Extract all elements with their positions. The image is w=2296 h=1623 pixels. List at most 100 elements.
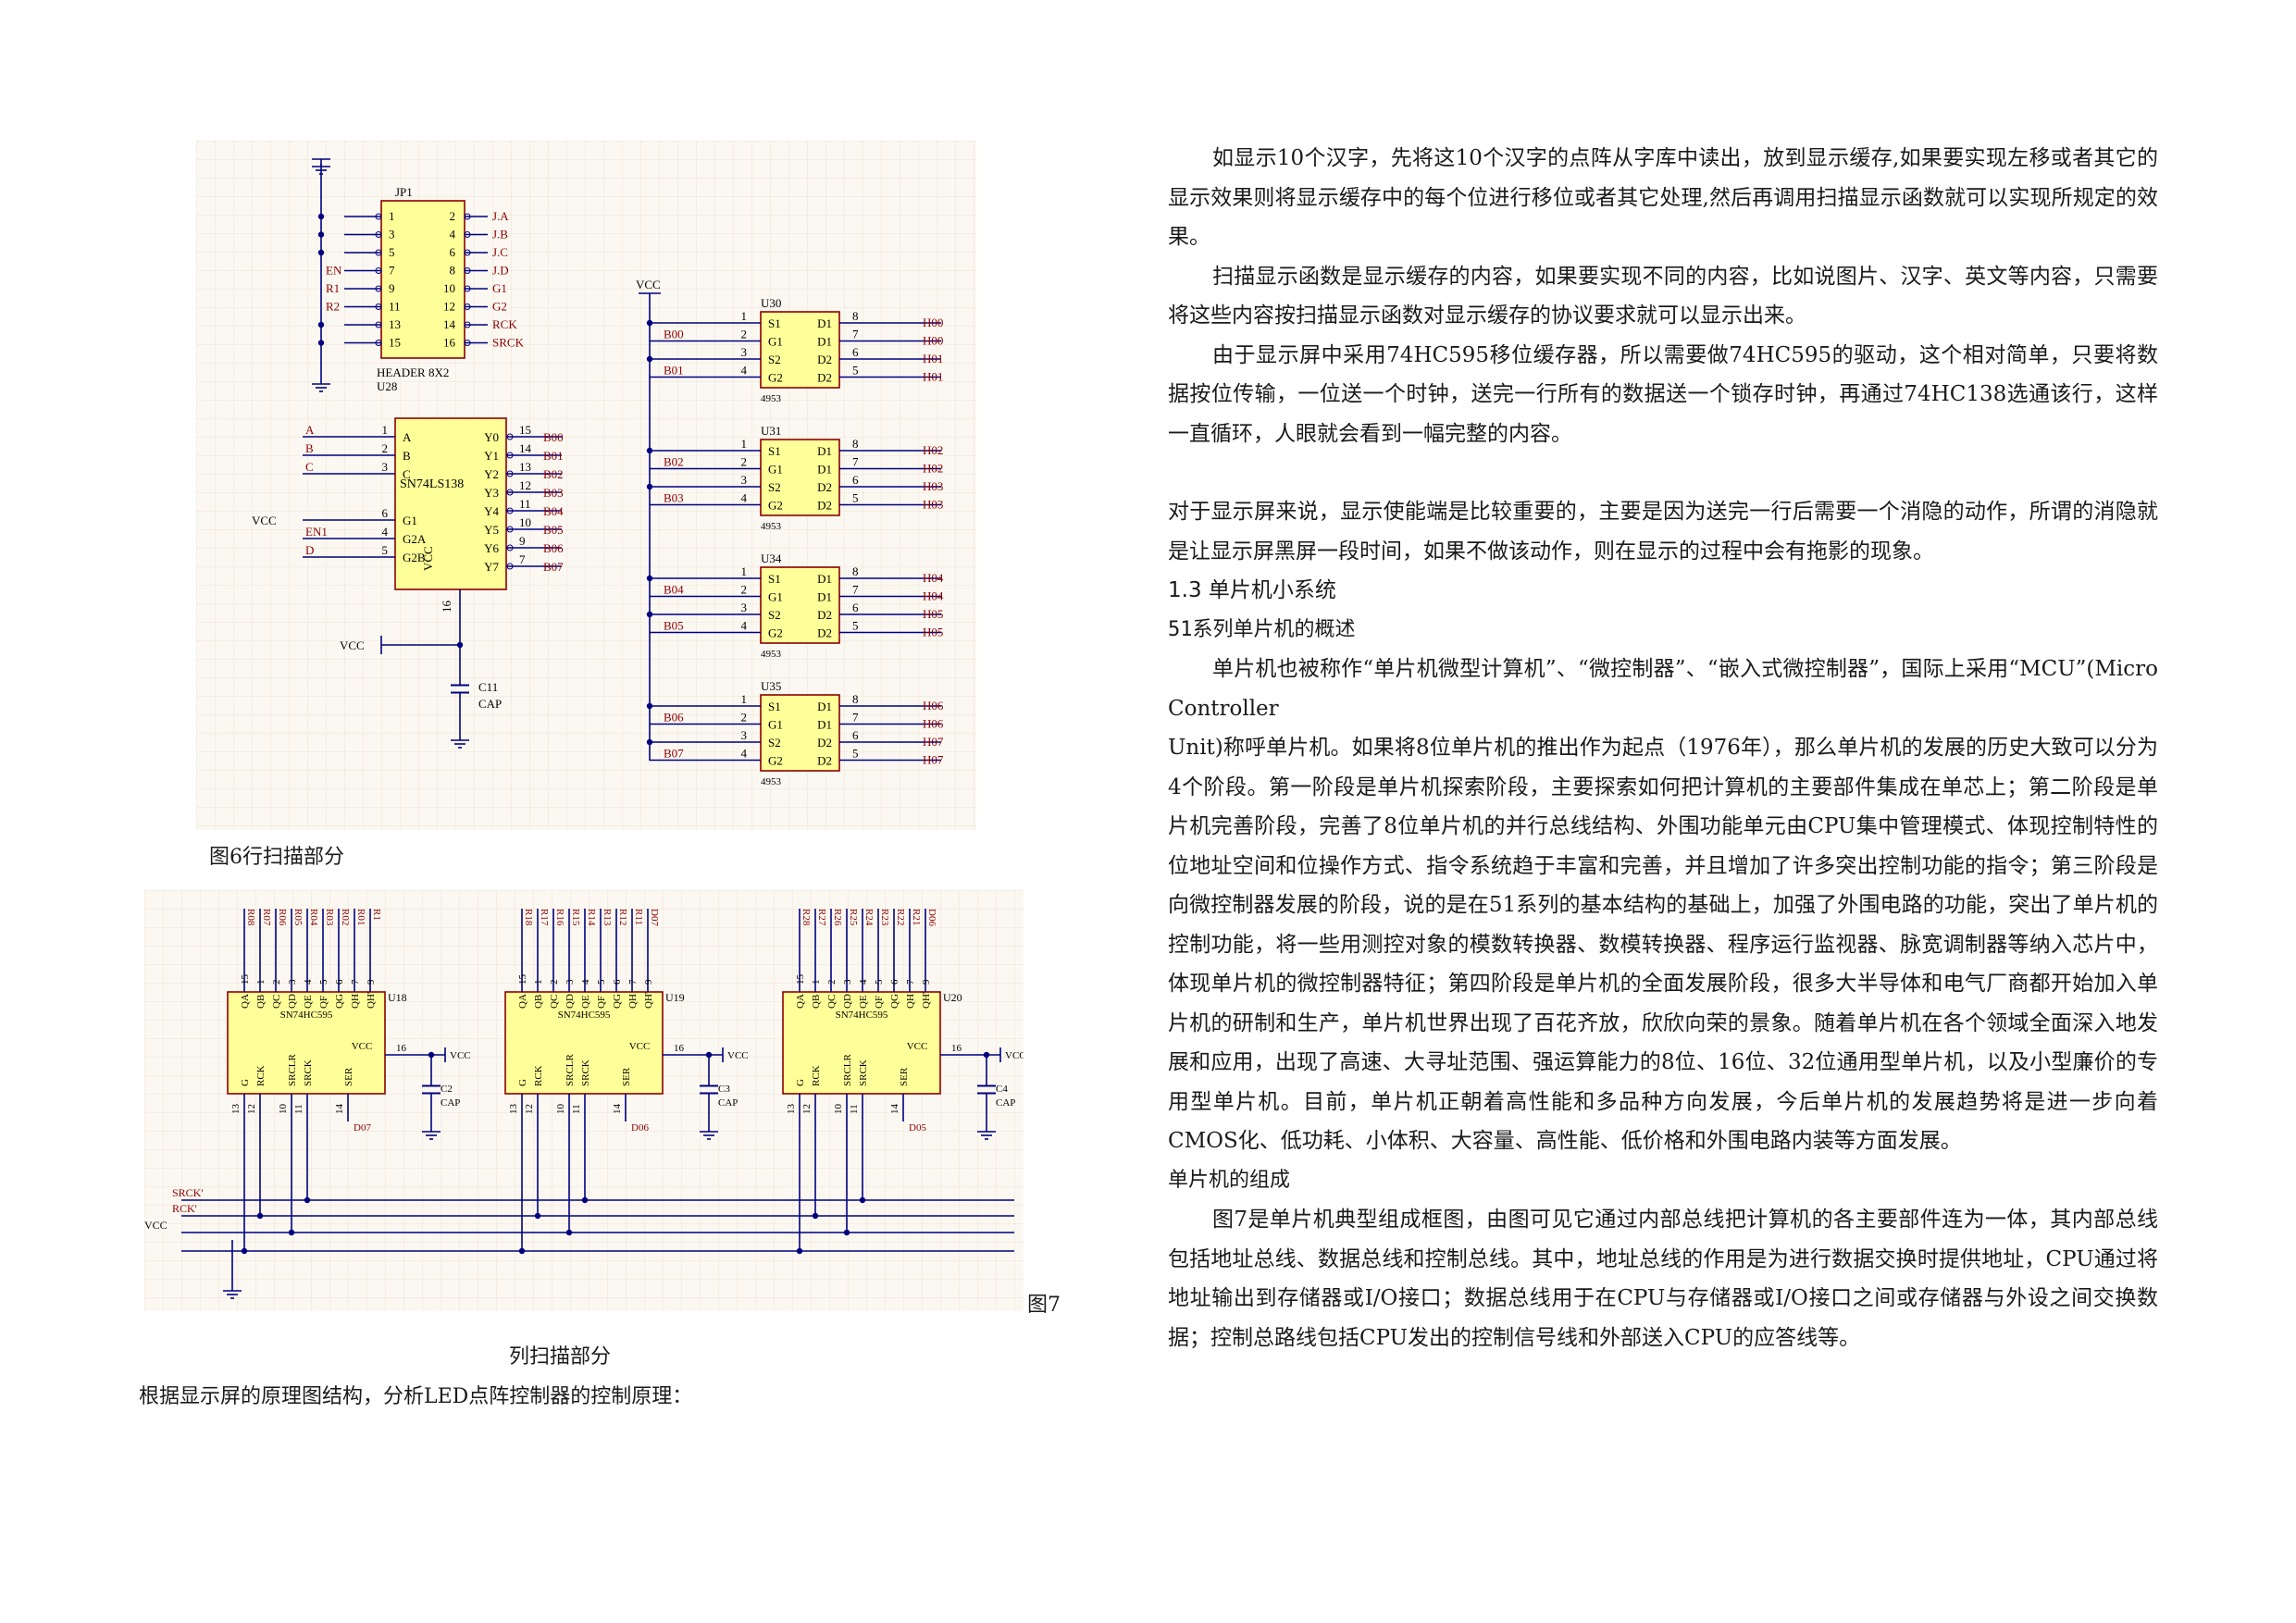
mosfet-pin-number: 6 — [852, 345, 859, 359]
mosfet-pin-number: 2 — [741, 711, 748, 725]
shift-register-part-name: SN74HC595 — [280, 1010, 333, 1021]
shift-register-pin-name: QF — [596, 996, 607, 1009]
u28-enable-net: EN1 — [305, 525, 328, 539]
jp1-net-label: J.C — [492, 245, 508, 259]
pin-stub — [375, 321, 382, 328]
mosfet-pin-name: S1 — [768, 316, 781, 330]
mosfet-pin-number: 5 — [852, 619, 859, 633]
pin-stub — [506, 507, 514, 514]
mosfet-pin-name: S2 — [768, 353, 781, 366]
mosfet-pin-name: D2 — [817, 754, 832, 768]
junction-dot — [317, 231, 325, 238]
mosfet-pin-number: 2 — [741, 455, 748, 469]
mosfet-pin-name: G1 — [768, 718, 783, 732]
shift-register-pin-name: SER — [899, 1067, 910, 1086]
u28-output-net: B05 — [543, 523, 564, 537]
shift-register-output-net: R13 — [602, 909, 613, 926]
left-bottom-line: 根据显示屏的原理图结构，分析LED点阵控制器的控制原理： — [139, 1385, 693, 1408]
mosfet-pin-number: 8 — [852, 564, 859, 578]
u28-pin-name: Y7 — [484, 560, 499, 574]
figure-7-caption: 列扫描部分 — [509, 1345, 612, 1369]
section-heading-1-3: 1.3 单片机小系统 — [1168, 578, 1336, 602]
shift-register-pin-name: QF — [874, 996, 885, 1009]
shift-register-pin-number: 15 — [240, 974, 251, 985]
shift-register-pin-number: 16 — [951, 1043, 962, 1054]
jp1-pin-number: 16 — [443, 336, 456, 350]
pin-stub — [506, 470, 514, 477]
mosfet-output-net: H00 — [923, 316, 943, 329]
mosfet-pin-number: 4 — [741, 619, 748, 633]
vcc-net-label: VCC — [727, 1050, 749, 1061]
shift-register-pin-name: RCK — [811, 1065, 822, 1086]
u28-pin-name: G2B — [403, 551, 426, 564]
mosfet-pin-number: 1 — [741, 564, 748, 578]
shift-register-pin-name: QH — [905, 994, 916, 1009]
capacitor-part-name: CAP — [441, 1097, 460, 1109]
shift-register-pin-number: 11 — [849, 1104, 860, 1114]
mosfet-pin-number: 3 — [741, 473, 748, 487]
pin-stub — [375, 249, 382, 256]
mosfet-input-net: B06 — [664, 711, 684, 725]
u28-pin-number: 11 — [519, 497, 531, 511]
shift-register-output-net: R23 — [879, 909, 890, 926]
mosfet-output-net: H01 — [923, 370, 943, 384]
shift-register-pin-name: QH' — [921, 992, 932, 1009]
shift-register-output-net: R06 — [277, 909, 288, 926]
shift-register-ref: U20 — [943, 991, 962, 1004]
pin-stub — [375, 267, 382, 274]
shift-register-pin-name: VCC — [352, 1041, 373, 1052]
shift-register-pin-number: 15 — [795, 974, 806, 985]
shift-register-595-body — [782, 991, 941, 1095]
junction-dot — [646, 702, 653, 710]
jp1-pin-number: 6 — [450, 245, 456, 259]
capacitor-ref: C2 — [441, 1084, 453, 1095]
shift-register-serial-net: D07 — [354, 1122, 371, 1134]
jp1-pin-number: 1 — [389, 209, 395, 223]
shift-register-output-net: R16 — [554, 909, 565, 926]
u28-pin-number: 16 — [440, 601, 453, 613]
u28-pin-number: 15 — [519, 423, 531, 437]
mosfet-output-net: H07 — [923, 735, 944, 749]
shift-register-pin-number: 1 — [255, 980, 267, 985]
shift-register-pin-number: 10 — [278, 1104, 289, 1115]
shift-register-ref: U18 — [388, 991, 407, 1004]
mosfet-pin-name: D1 — [817, 590, 832, 604]
jp1-net-label: J.D — [492, 264, 509, 278]
mosfet-pin-number: 1 — [741, 309, 748, 323]
u28-pin-name: Y0 — [484, 430, 499, 444]
shift-register-pin-name: G — [240, 1079, 251, 1086]
shift-register-output-net: R18 — [523, 909, 534, 926]
pin-stub — [506, 526, 514, 533]
pin-stub — [464, 231, 471, 238]
shift-register-output-net: D07 — [649, 909, 660, 926]
mosfet-pin-number: 4 — [741, 747, 748, 761]
vcc-net-label: VCC — [340, 638, 365, 652]
bus-net-label: SRCK' — [172, 1186, 204, 1199]
jp1-pin-number: 5 — [389, 245, 395, 259]
mosfet-pin-name: D1 — [817, 444, 832, 458]
shift-register-pin-number: 1 — [811, 980, 822, 985]
mosfet-input-net: B01 — [664, 364, 684, 378]
pin-stub — [464, 285, 471, 292]
mosfet-pin-number: 5 — [852, 491, 859, 505]
paragraph-mcu-intro: 单片机也被称作“单片机微型计算机”、“微控制器”、“嵌入式微控制器”，国际上采用… — [1168, 657, 2158, 721]
mosfet-4953-body — [760, 439, 840, 516]
shift-register-output-net: R15 — [570, 909, 581, 926]
mosfet-pin-name: G2 — [768, 626, 783, 640]
u28-pin-number: 9 — [519, 534, 526, 548]
shift-register-output-net: R27 — [816, 909, 827, 926]
u28-pin-number: 6 — [382, 506, 389, 520]
shift-register-pin-name: QC — [826, 995, 838, 1009]
u28-enable-net: VCC — [252, 514, 277, 527]
paragraph-mcu-history: Unit)称呼单片机。如果将8位单片机的推出作为起点（1976年），那么单片机的… — [1168, 736, 2158, 1153]
figure-7-tag: 图7 — [1027, 1294, 1061, 1317]
shift-register-pin-name: QD — [565, 994, 576, 1009]
u28-pin-name: Y2 — [484, 467, 499, 481]
jp1-header-body — [380, 200, 465, 359]
shift-register-pin-name: RCK — [255, 1065, 267, 1086]
u28-vcc-pin-name: VCC — [421, 546, 435, 571]
u28-input-net: B — [305, 441, 314, 455]
capacitor-ref: C3 — [718, 1084, 730, 1095]
mosfet-input-net: B02 — [664, 455, 684, 469]
mosfet-pin-number: 7 — [852, 583, 859, 597]
